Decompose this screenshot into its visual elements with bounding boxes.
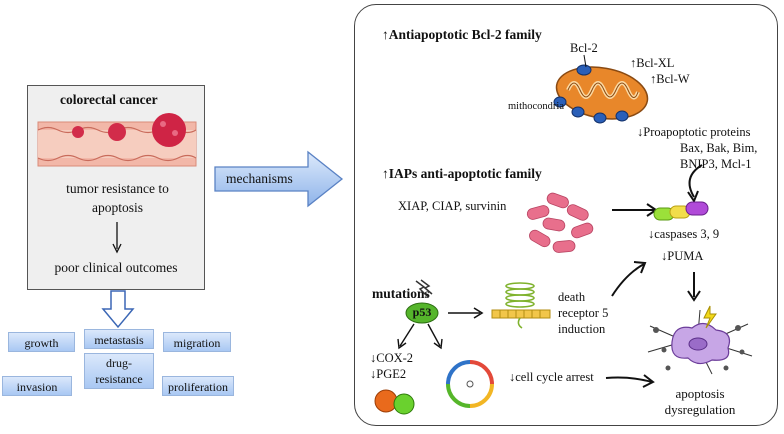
cell-cycle-icon <box>446 360 494 408</box>
tag-drug-line1: drug- <box>106 356 132 370</box>
bclw-label: ↑Bcl-W <box>650 72 690 86</box>
tag-metastasis: metastasis <box>84 329 154 349</box>
pge2-label: ↓PGE2 <box>370 367 407 381</box>
bcl2-pointer-line <box>583 54 587 68</box>
puma-label: ↓PUMA <box>661 249 704 263</box>
poor-outcomes-label: poor clinical outcomes <box>54 260 178 275</box>
membrane-protein-icon <box>553 96 567 108</box>
caspases-label: ↓caspases 3, 9 <box>648 227 720 241</box>
membrane-protein-icon <box>615 110 629 122</box>
proapoptotic-line1: ↓Proapoptotic proteins <box>637 125 751 139</box>
death-receptor-line3: induction <box>558 322 606 336</box>
p53-to-cox2-arrow <box>397 323 415 350</box>
tag-proliferation: proliferation <box>162 376 234 396</box>
apoptosis-line2: dysregulation <box>664 402 736 417</box>
resistance-line2: apoptosis <box>91 200 143 215</box>
cell-cycle-label: ↓cell cycle arrest <box>509 370 594 384</box>
lightning-icon <box>703 305 717 329</box>
tag-growth: growth <box>8 332 75 352</box>
membrane-protein-icon <box>593 112 607 124</box>
death-receptor-illustration <box>491 282 551 329</box>
mechanisms-label: mechanisms <box>226 171 293 186</box>
cellcycle-to-apoptosis-arrow <box>605 374 655 388</box>
apoptosis-line1: apoptosis <box>675 386 725 401</box>
membrane-protein-icon <box>571 106 585 118</box>
mutations-label: mutations <box>372 286 430 301</box>
caspase-protein-icon <box>653 201 709 221</box>
hollow-down-arrow-icon <box>101 290 135 329</box>
tag-drug-line2: resistance <box>95 372 143 386</box>
apoptotic-cell-illustration <box>647 305 753 375</box>
proapoptotic-arrow <box>687 164 703 204</box>
bclxl-label: ↑Bcl-XL <box>630 56 675 70</box>
colorectal-cancer-title: colorectal cancer <box>60 92 158 107</box>
bcl2-protein-icon <box>576 64 592 76</box>
p53-protein-icon <box>405 302 439 324</box>
death-receptor-line2: receptor 5 <box>558 306 609 320</box>
caspase-to-apoptosis-arrow <box>687 272 701 302</box>
resistance-line1: tumor resistance to <box>66 181 169 196</box>
mitochondria-illustration <box>553 64 649 124</box>
mutation-bolt-icon <box>415 279 433 298</box>
p53-to-cellcycle-arrow <box>427 323 443 350</box>
iap-members: XIAP, CIAP, survinin <box>398 199 507 213</box>
colon-illustration <box>37 113 197 167</box>
bcl2-heading: ↑Antiapoptotic Bcl-2 family <box>382 27 542 42</box>
tumor-small <box>72 126 84 138</box>
mitochondria-label: mithocondria <box>508 101 564 112</box>
death-receptor-line1: death <box>558 290 586 304</box>
tag-migration: migration <box>163 332 231 352</box>
iap-proteins-illustration <box>526 192 594 253</box>
p53-label: p53 <box>412 305 432 319</box>
p53-to-receptor-arrow <box>448 307 484 319</box>
down-arrow-icon <box>112 222 122 254</box>
mechanisms-arrow <box>214 150 344 208</box>
proapoptotic-line2: Bax, Bak, Bim, <box>680 141 758 155</box>
receptor-to-caspase-arrow <box>611 261 647 297</box>
tumor-medium <box>108 123 126 141</box>
tag-invasion: invasion <box>2 376 72 396</box>
cox2-label: ↓COX-2 <box>370 351 414 365</box>
iap-heading: ↑IAPs anti-apoptotic family <box>382 166 542 181</box>
tag-drug-resistance: drug- resistance <box>84 353 154 389</box>
bcl2-label: Bcl-2 <box>570 41 598 55</box>
cox2-molecule-icon <box>374 389 415 415</box>
tumor-large <box>152 113 186 147</box>
